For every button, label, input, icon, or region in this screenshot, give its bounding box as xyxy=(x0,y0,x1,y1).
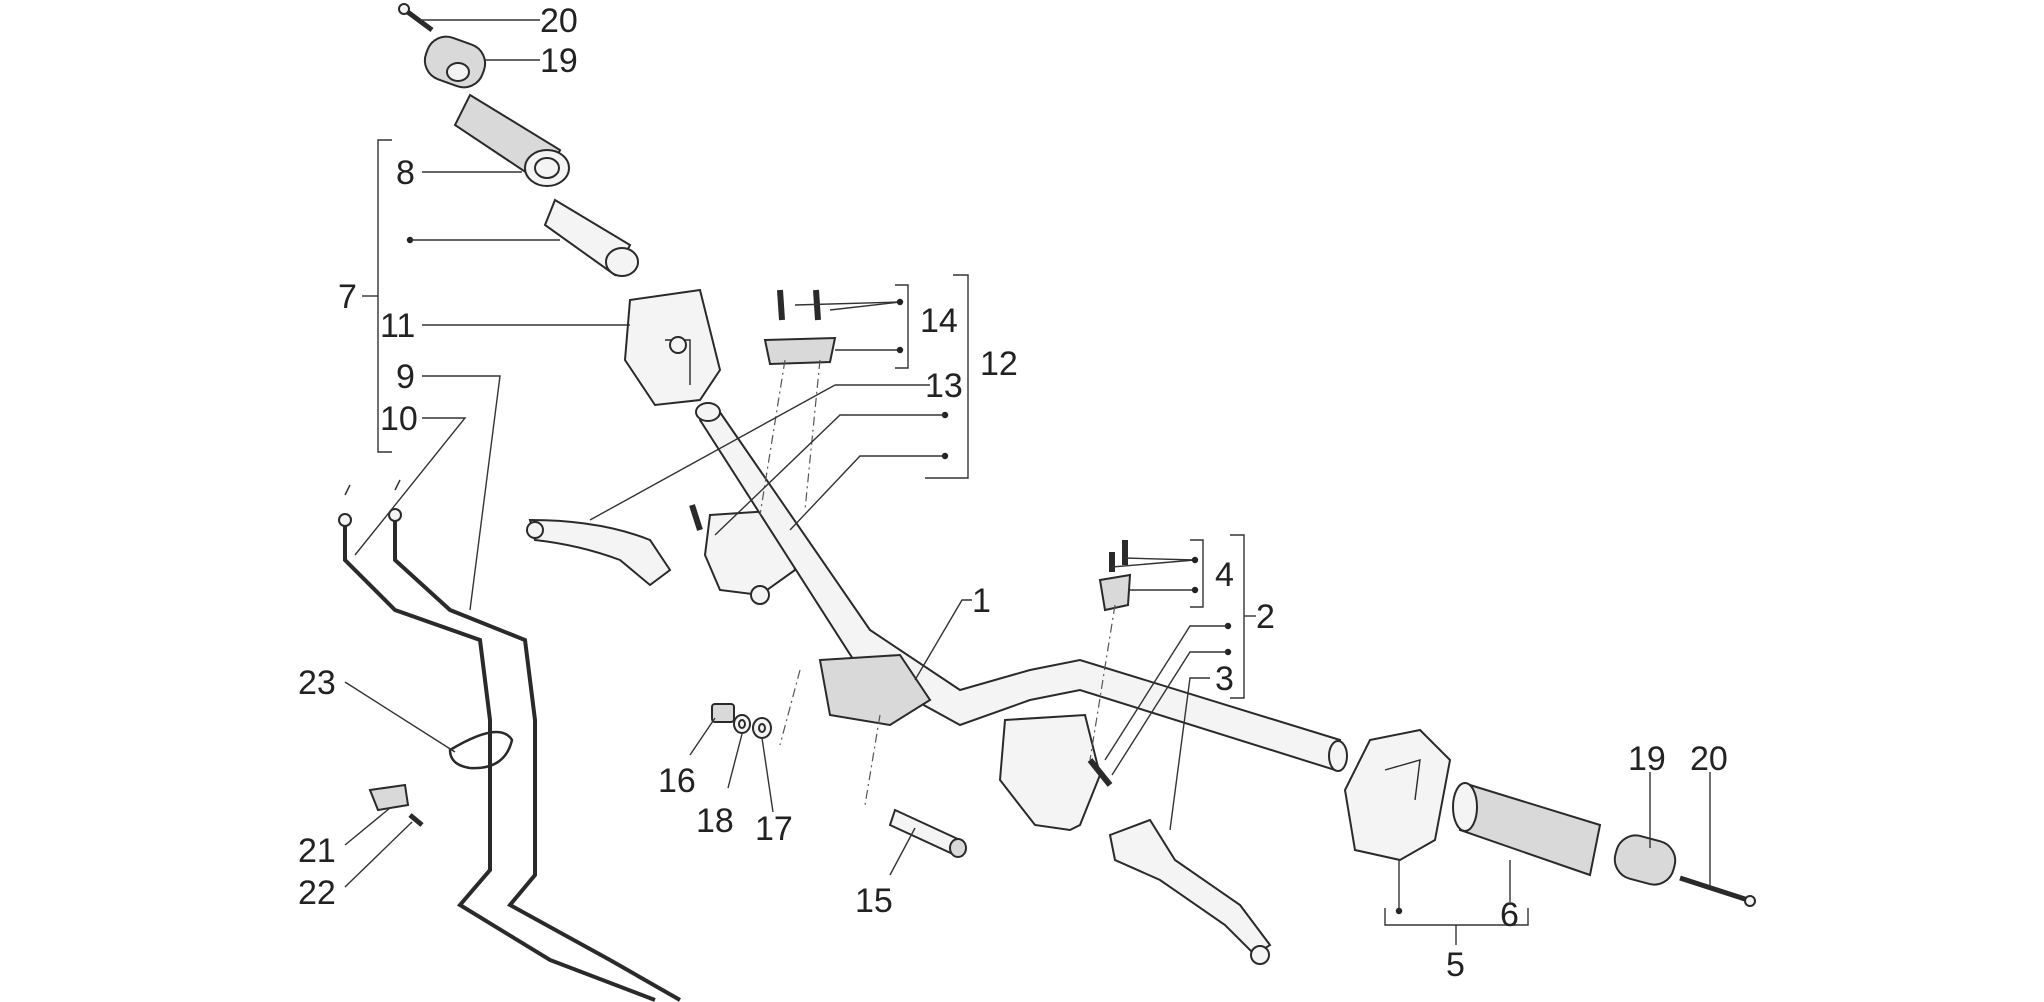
callout-1: 1 xyxy=(972,582,991,620)
callout-21: 21 xyxy=(298,832,336,870)
part-right-brake-lever xyxy=(1108,818,1272,965)
callout-3: 3 xyxy=(1215,660,1234,698)
part-handlebar xyxy=(695,402,1348,772)
part-bar-end-top xyxy=(423,35,487,89)
callout-18: 18 xyxy=(696,802,734,840)
part-nut-washers xyxy=(711,703,772,739)
callout-19-right: 19 xyxy=(1628,740,1666,778)
callout-11: 11 xyxy=(380,307,415,345)
part-throttle-tube xyxy=(543,198,639,277)
callout-labels: 20 19 8 7 11 9 10 14 12 13 4 2 1 3 23 16… xyxy=(298,2,1728,984)
part-right-switch-housing xyxy=(1343,728,1452,862)
part-cable-clip xyxy=(368,783,424,827)
callout-12: 12 xyxy=(980,345,1018,383)
callout-2: 2 xyxy=(1256,598,1275,636)
callout-8: 8 xyxy=(396,154,415,192)
callout-10: 10 xyxy=(380,400,418,438)
part-cable-tie xyxy=(448,730,514,770)
part-bar-end-right xyxy=(1613,834,1756,907)
callout-9: 9 xyxy=(396,358,415,396)
callout-23: 23 xyxy=(298,664,336,702)
callout-22: 22 xyxy=(298,874,336,912)
callout-17: 17 xyxy=(755,810,793,848)
callout-7: 7 xyxy=(338,278,357,316)
part-right-master-cylinder xyxy=(998,713,1113,832)
callout-20-top: 20 xyxy=(540,2,578,40)
callout-19-top: 19 xyxy=(540,42,578,80)
callout-5: 5 xyxy=(1446,946,1465,984)
callout-4: 4 xyxy=(1215,556,1234,594)
part-screw-top xyxy=(398,3,434,33)
callout-15: 15 xyxy=(855,882,893,920)
callout-6: 6 xyxy=(1500,896,1519,934)
callout-14: 14 xyxy=(920,302,958,340)
callout-20-right: 20 xyxy=(1690,740,1728,778)
part-right-grip xyxy=(1452,782,1602,877)
part-right-clamp xyxy=(1098,540,1132,612)
assembly-lines xyxy=(759,359,1116,806)
part-throttle-cables xyxy=(338,479,681,1002)
part-left-switch-housing xyxy=(623,288,722,407)
callout-13: 13 xyxy=(925,367,963,405)
part-master-cylinder-clamp-top xyxy=(763,289,837,366)
callout-16: 16 xyxy=(658,762,696,800)
part-bolt xyxy=(888,808,967,858)
part-grip-top xyxy=(453,93,570,187)
part-left-brake-lever xyxy=(526,518,672,587)
leader-lines xyxy=(344,19,1711,945)
